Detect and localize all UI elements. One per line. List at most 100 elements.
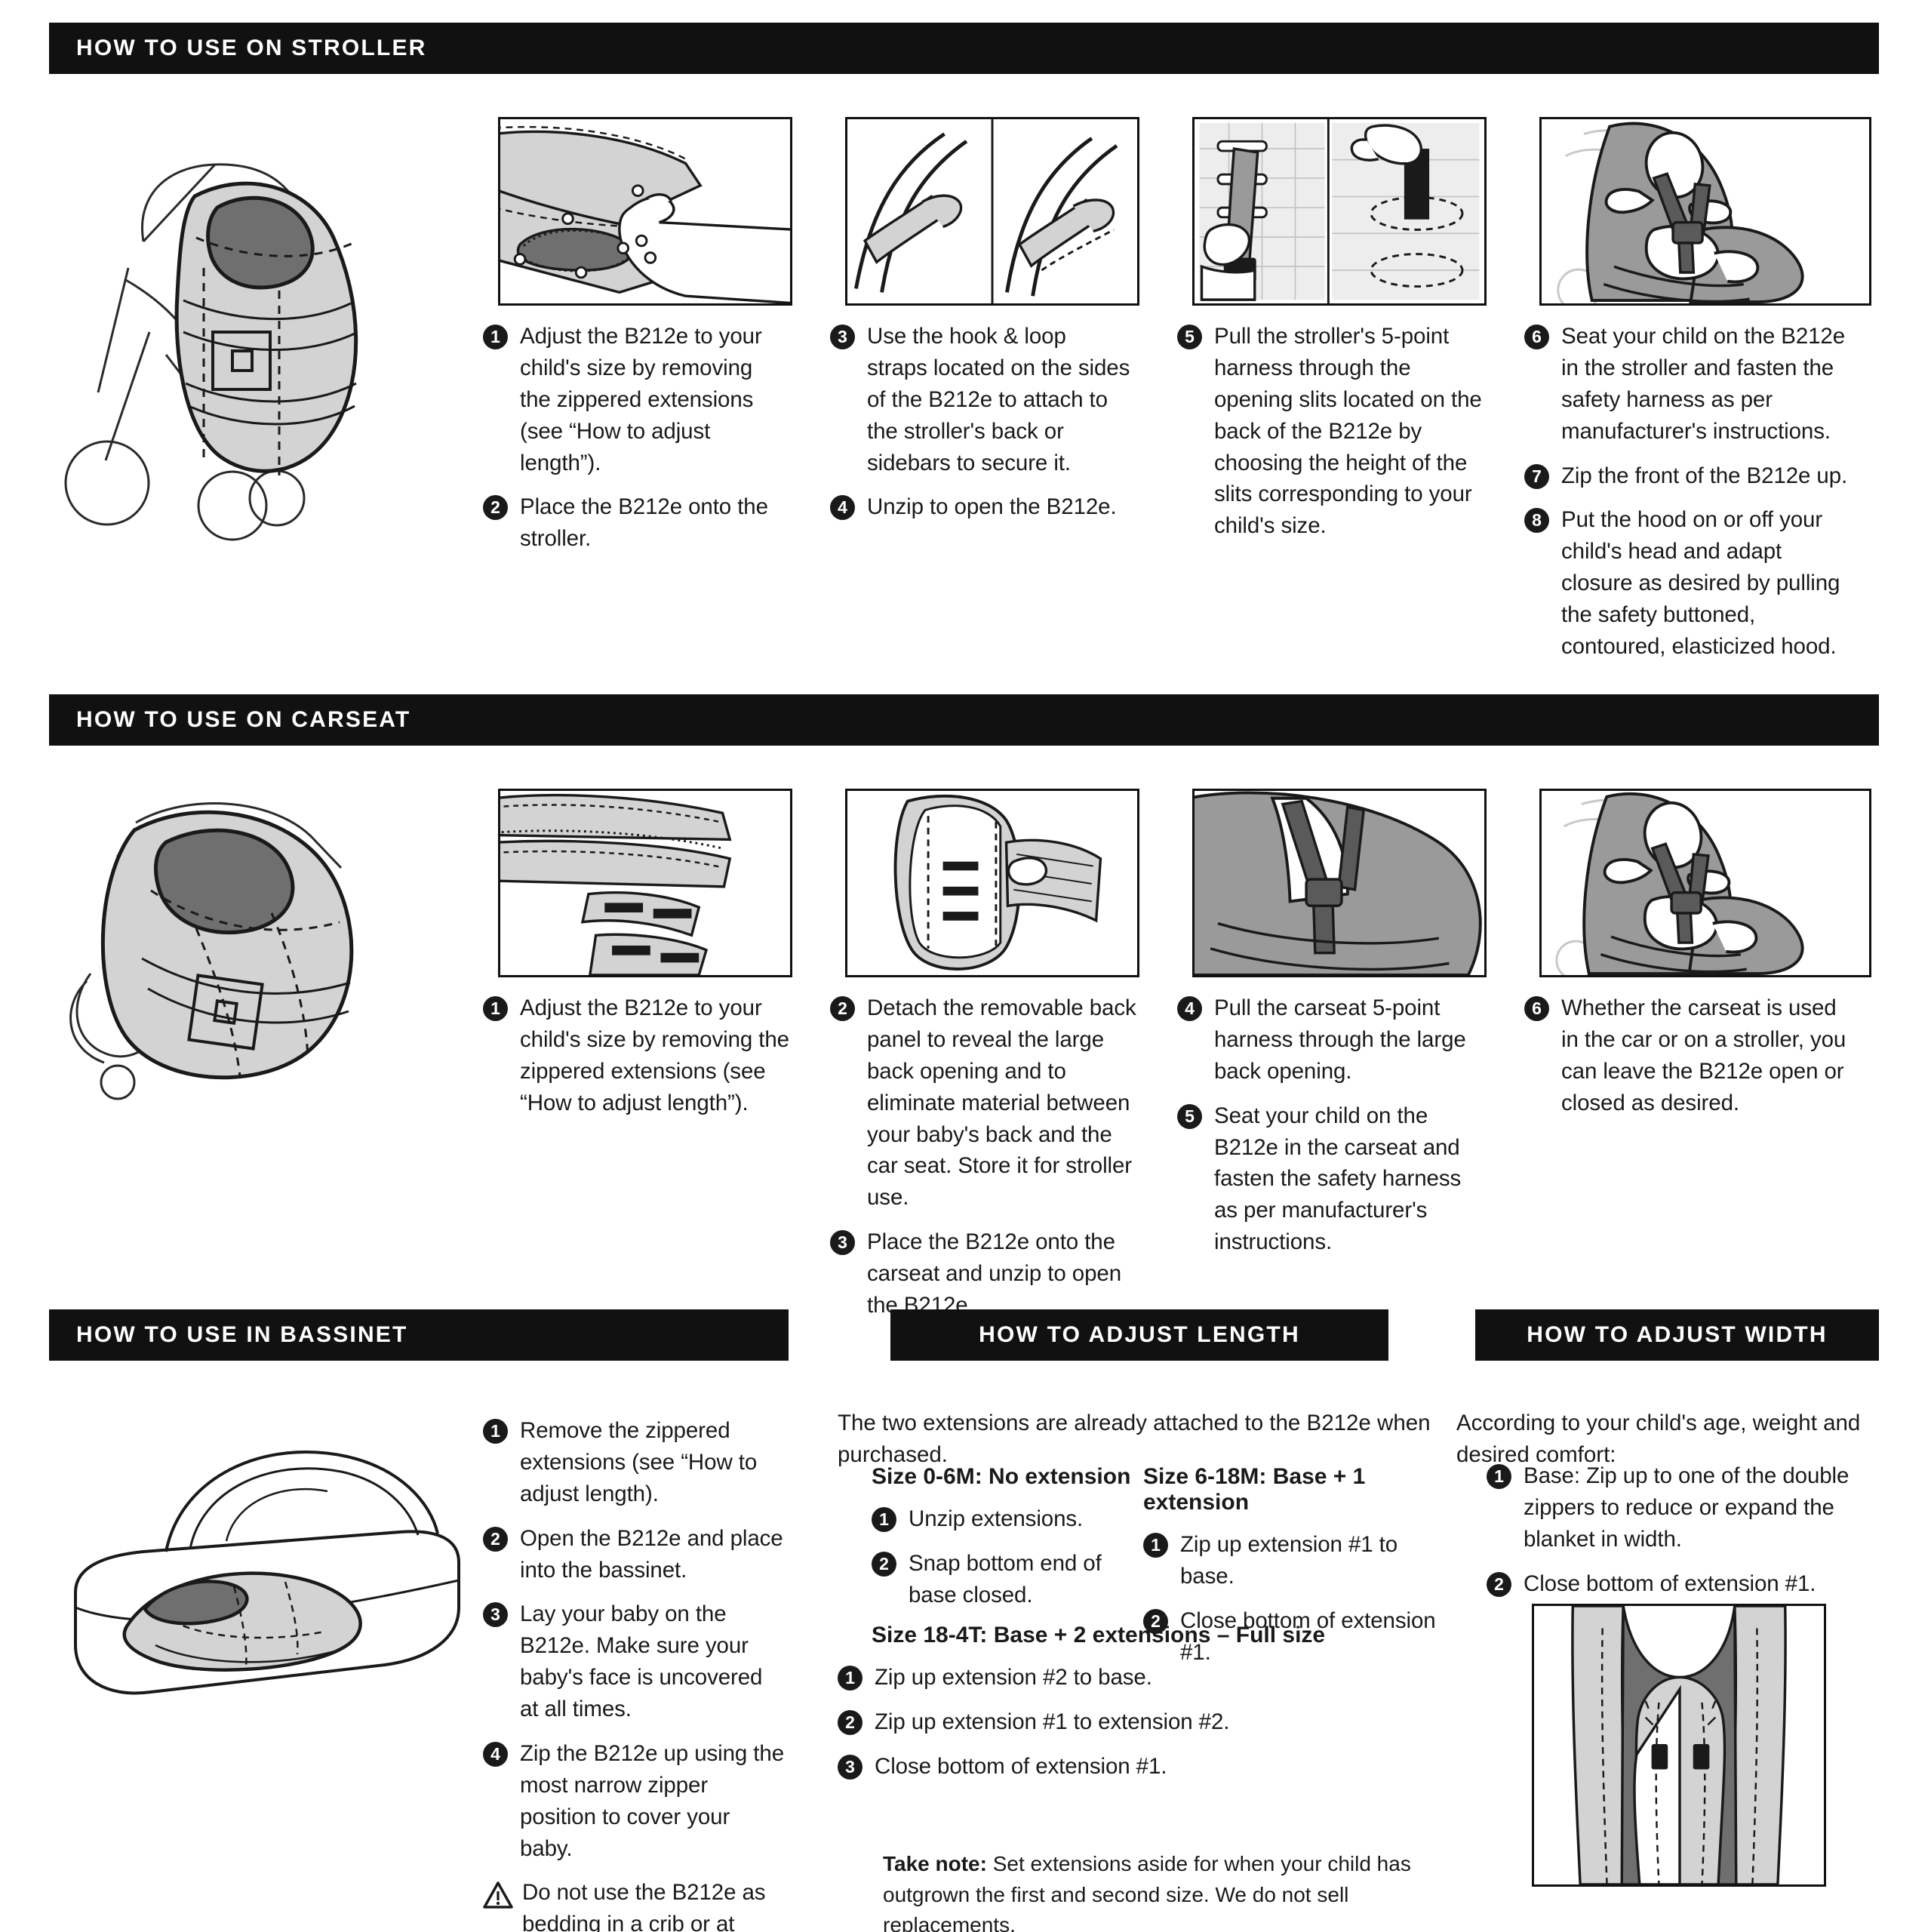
section-header-width: HOW TO ADJUST WIDTH — [1475, 1309, 1879, 1361]
step-text: Unzip to open the B212e. — [867, 494, 1117, 520]
section-header-length: HOW TO ADJUST LENGTH — [890, 1309, 1388, 1361]
step-number: 3 — [838, 1754, 862, 1780]
section-title-carseat: HOW TO USE ON CARSEAT — [76, 707, 411, 732]
step-text: Seat your child on the B212e in the stro… — [1561, 324, 1846, 444]
step-item: 1 Adjust the B212e to your child's size … — [483, 992, 792, 1119]
step-text: Pull the carseat 5-point harness through… — [1214, 995, 1466, 1084]
length-group-heading: Size 18-4T: Base + 2 extensions – Full s… — [872, 1623, 1326, 1647]
panel-carseat-3 — [1192, 789, 1487, 977]
step-text: Place the B212e onto the stroller. — [520, 494, 768, 552]
step-number: 2 — [1487, 1571, 1511, 1597]
step-text: Close bottom of extension #1. — [1180, 1607, 1436, 1665]
step-text: Zip the front of the B212e up. — [1561, 463, 1848, 488]
step-item: 1 Base: Zip up to one of the double zipp… — [1487, 1460, 1879, 1555]
step-number: 1 — [483, 1419, 508, 1444]
panel-stroller-4 — [1539, 117, 1871, 306]
length-group-heading: Size 6-18M: Base + 1 extension — [1143, 1464, 1366, 1515]
step-text: Detach the removable back panel to revea… — [867, 995, 1136, 1211]
step-text: Zip up extension #1 to extension #2. — [875, 1709, 1230, 1734]
step-number: 1 — [483, 325, 508, 349]
step-text: Open the B212e and place into the bassin… — [520, 1525, 783, 1583]
step-text: Place the B212e onto the carseat and unz… — [867, 1229, 1121, 1318]
step-text: Do not use the B212e as bedding in a cri… — [522, 1880, 766, 1932]
step-item: 2 Place the B212e onto the stroller. — [483, 491, 785, 555]
step-item: 7 Zip the front of the B212e up. — [1524, 460, 1856, 492]
step-item: 6 Seat your child on the B212e in the st… — [1524, 321, 1856, 448]
width-intro-text: According to your child's age, weight an… — [1456, 1411, 1861, 1467]
length-group-6-18m: Size 6-18M: Base + 1 extension 1 Zip up … — [1143, 1464, 1453, 1681]
step-text: Snap bottom end of base closed. — [909, 1550, 1102, 1607]
step-text: Close bottom of extension #1. — [1524, 1571, 1816, 1596]
step-item: 4 Zip the B212e up using the most narrow… — [483, 1738, 785, 1865]
bassinet-hero-illustration — [45, 1419, 475, 1751]
section-title-stroller: HOW TO USE ON STROLLER — [76, 35, 427, 60]
steps-stroller-col-3: 5 Pull the stroller's 5-point harness th… — [1177, 321, 1487, 555]
panel-carseat-2 — [845, 789, 1139, 977]
take-note-text: Set extensions aside for when your child… — [883, 1852, 1411, 1932]
step-number: 1 — [1487, 1464, 1511, 1489]
step-text: Remove the zippered extensions (see “How… — [520, 1418, 758, 1506]
step-text: Close bottom of extension #1. — [875, 1753, 1167, 1779]
step-item: 1 Unzip extensions. — [872, 1503, 1151, 1535]
step-number: 8 — [1524, 508, 1549, 534]
step-number: 6 — [1524, 996, 1549, 1021]
panel-carseat-1 — [498, 789, 792, 977]
section-title-length: HOW TO ADJUST LENGTH — [979, 1322, 1300, 1347]
step-item: 3 Place the B212e onto the carseat and u… — [830, 1226, 1139, 1321]
step-number: 4 — [1177, 996, 1202, 1021]
width-intro-block: According to your child's age, weight an… — [1456, 1407, 1886, 1471]
step-number: 2 — [483, 495, 508, 521]
panel-stroller-3 — [1192, 117, 1487, 306]
step-text: Adjust the B212e to your child's size by… — [520, 995, 789, 1115]
step-text: Base: Zip up to one of the double zipper… — [1524, 1463, 1850, 1552]
step-item: 6 Whether the carseat is used in the car… — [1524, 992, 1849, 1119]
panel-width-detail — [1532, 1604, 1826, 1887]
step-item: 2 Detach the removable back panel to rev… — [830, 992, 1139, 1214]
panel-stroller-1 — [498, 117, 792, 306]
length-group-0-6m: Size 0-6M: No extension 1 Unzip extensio… — [872, 1464, 1151, 1624]
step-text: Put the hood on or off your child's head… — [1561, 507, 1840, 659]
step-number: 2 — [872, 1551, 896, 1577]
step-number: 2 — [1143, 1608, 1168, 1634]
step-item: 2 Zip up extension #1 to extension #2. — [838, 1706, 1430, 1738]
step-text: Zip up extension #2 to base. — [875, 1665, 1152, 1690]
step-number: 2 — [483, 1526, 508, 1552]
step-number: 1 — [872, 1507, 896, 1532]
step-number: 5 — [1177, 1103, 1202, 1129]
steps-stroller-col-1: 1 Adjust the B212e to your child's size … — [483, 321, 785, 568]
carseat-hero-illustration — [45, 777, 475, 1140]
step-number: 6 — [1524, 325, 1549, 349]
step-item: 5 Pull the stroller's 5-point harness th… — [1177, 321, 1487, 542]
section-title-width: HOW TO ADJUST WIDTH — [1527, 1322, 1828, 1347]
take-note-label: Take note: — [883, 1852, 987, 1875]
section-header-carseat: HOW TO USE ON CARSEAT — [49, 694, 1879, 746]
step-number: 3 — [483, 1602, 508, 1628]
step-item: 2 Open the B212e and place into the bass… — [483, 1523, 785, 1586]
stroller-hero-illustration — [53, 106, 475, 558]
step-item: 3 Close bottom of extension #1. — [838, 1751, 1430, 1783]
steps-carseat-col-1: 1 Adjust the B212e to your child's size … — [483, 992, 792, 1132]
step-item: 1 Zip up extension #2 to base. — [838, 1662, 1430, 1694]
step-text: Zip the B212e up using the most narrow z… — [520, 1740, 785, 1861]
step-item: 1 Remove the zippered extensions (see “H… — [483, 1415, 785, 1510]
step-item: 4 Unzip to open the B212e. — [830, 491, 1132, 523]
step-number: 2 — [838, 1709, 862, 1735]
step-number: 7 — [1524, 463, 1549, 489]
section-title-bassinet: HOW TO USE IN BASSINET — [76, 1322, 408, 1347]
step-number: 3 — [830, 325, 855, 349]
panel-stroller-2 — [845, 117, 1139, 306]
step-text: Whether the carseat is used in the car o… — [1561, 995, 1846, 1115]
step-number: 2 — [830, 996, 855, 1021]
step-item-warning: Do not use the B212e as bedding in a cri… — [483, 1877, 785, 1932]
steps-stroller-col-4: 6 Seat your child on the B212e in the st… — [1524, 321, 1856, 675]
step-text: Lay your baby on the B212e. Make sure yo… — [520, 1601, 763, 1721]
panel-carseat-4 — [1539, 789, 1871, 977]
warning-triangle-icon — [483, 1881, 513, 1909]
length-take-note: Take note: Set extensions aside for when… — [883, 1849, 1441, 1932]
steps-carseat-col-4: 6 Whether the carseat is used in the car… — [1524, 992, 1849, 1132]
step-text: Adjust the B212e to your child's size by… — [520, 324, 762, 475]
length-group-heading: Size 0-6M: No extension — [872, 1464, 1131, 1489]
step-item: 2 Close bottom of extension #1. — [1487, 1568, 1879, 1600]
step-item: 3 Lay your baby on the B212e. Make sure … — [483, 1598, 785, 1725]
step-item: 1 Zip up extension #1 to base. — [1143, 1529, 1453, 1592]
